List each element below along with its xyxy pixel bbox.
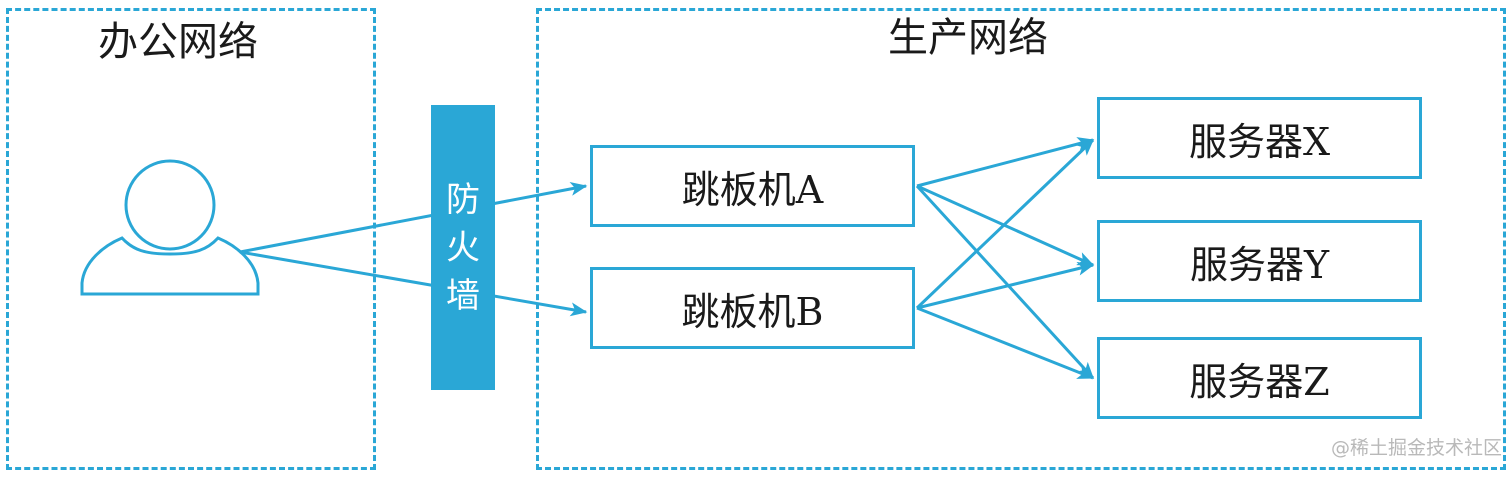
firewall-label: 防火墙 <box>446 179 480 316</box>
jump-host-a-label: 跳板机A <box>681 167 824 212</box>
server-x-label: 服务器X <box>1188 119 1331 164</box>
office-network-zone <box>6 8 376 470</box>
jump-host-b-label: 跳板机B <box>681 289 824 334</box>
jump-host-b: 跳板机B <box>590 267 915 349</box>
firewall-block: 防火墙 <box>431 105 495 390</box>
production-network-title: 生产网络 <box>888 15 1048 61</box>
server-z-label: 服务器Z <box>1189 359 1330 404</box>
watermark: @稀土掘金技术社区 <box>1330 437 1502 459</box>
server-z: 服务器Z <box>1097 337 1422 419</box>
server-y: 服务器Y <box>1097 220 1422 302</box>
server-y-label: 服务器Y <box>1189 242 1330 287</box>
office-network-title: 办公网络 <box>98 19 258 65</box>
jump-host-a: 跳板机A <box>590 145 915 227</box>
server-x: 服务器X <box>1097 97 1422 179</box>
